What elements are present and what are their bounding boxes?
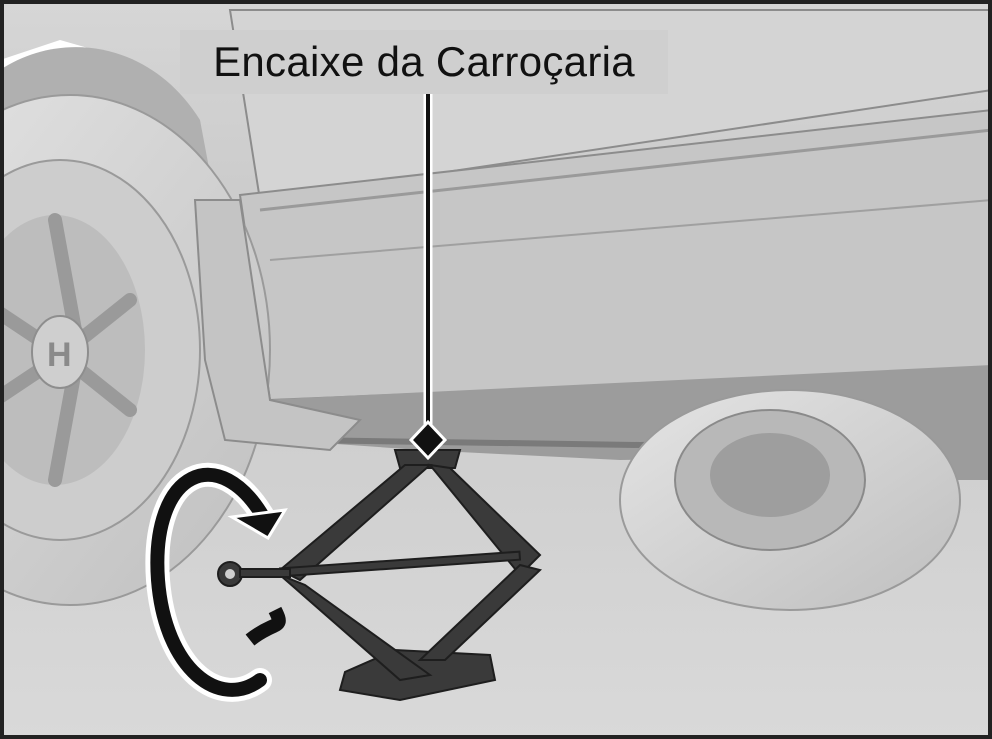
skirt-lower-edge [269,199,992,261]
jack-arm-right-lower [417,563,543,661]
jack-crank-rod [239,568,291,578]
callout-label: Encaixe da Carroçaria [180,30,668,94]
callout-leader [408,94,448,461]
jack-arm-left-lower [279,574,433,682]
rotate-clockwise-arrow-icon [145,463,288,702]
front-fender [193,199,362,452]
skirt-crease [259,128,992,212]
scissor-jack [217,449,543,702]
honda-emblem-icon: H [47,336,72,374]
jack-arm-left-upper [278,464,433,582]
jack-point-marker [408,419,448,461]
rear-wheel [619,389,961,611]
jack-arm-right-upper [427,463,542,577]
